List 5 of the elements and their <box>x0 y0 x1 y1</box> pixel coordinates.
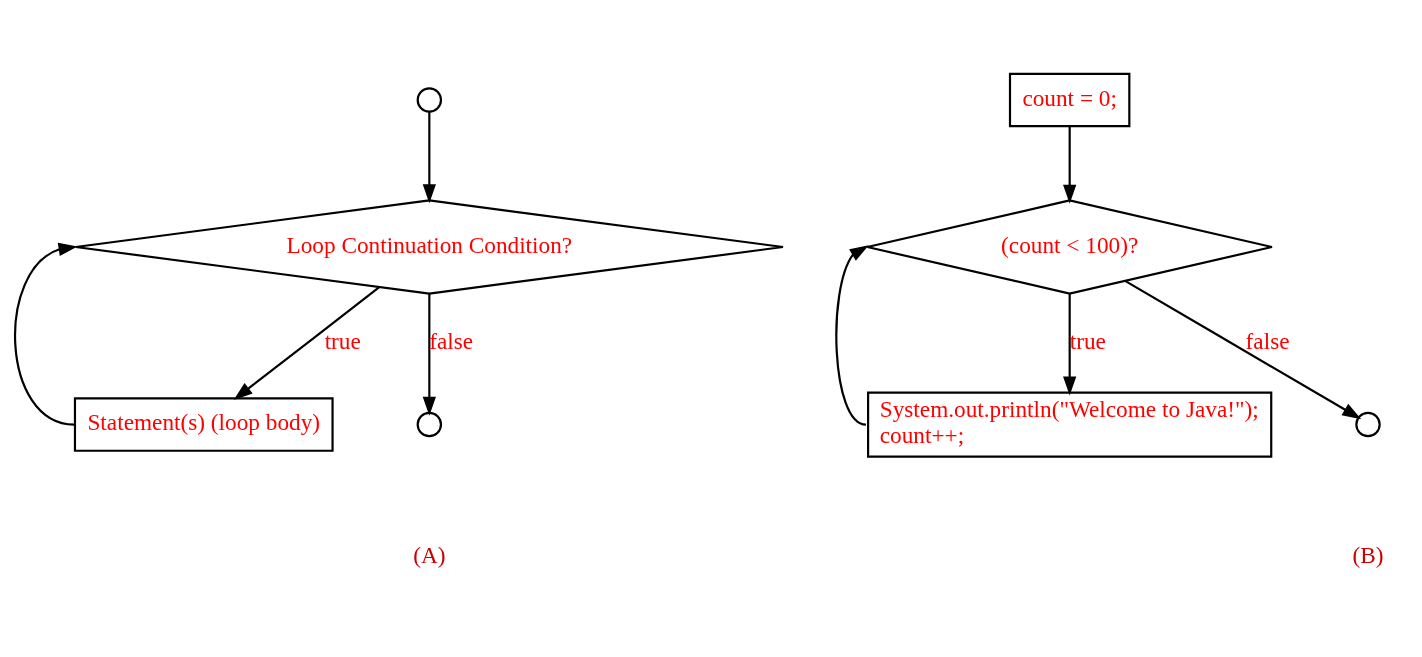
label: (A) <box>413 541 446 568</box>
label: (B) <box>1352 541 1384 568</box>
edge-label: false <box>1245 327 1290 354</box>
edge-label: true <box>324 327 361 354</box>
edge-label: false <box>429 327 474 354</box>
